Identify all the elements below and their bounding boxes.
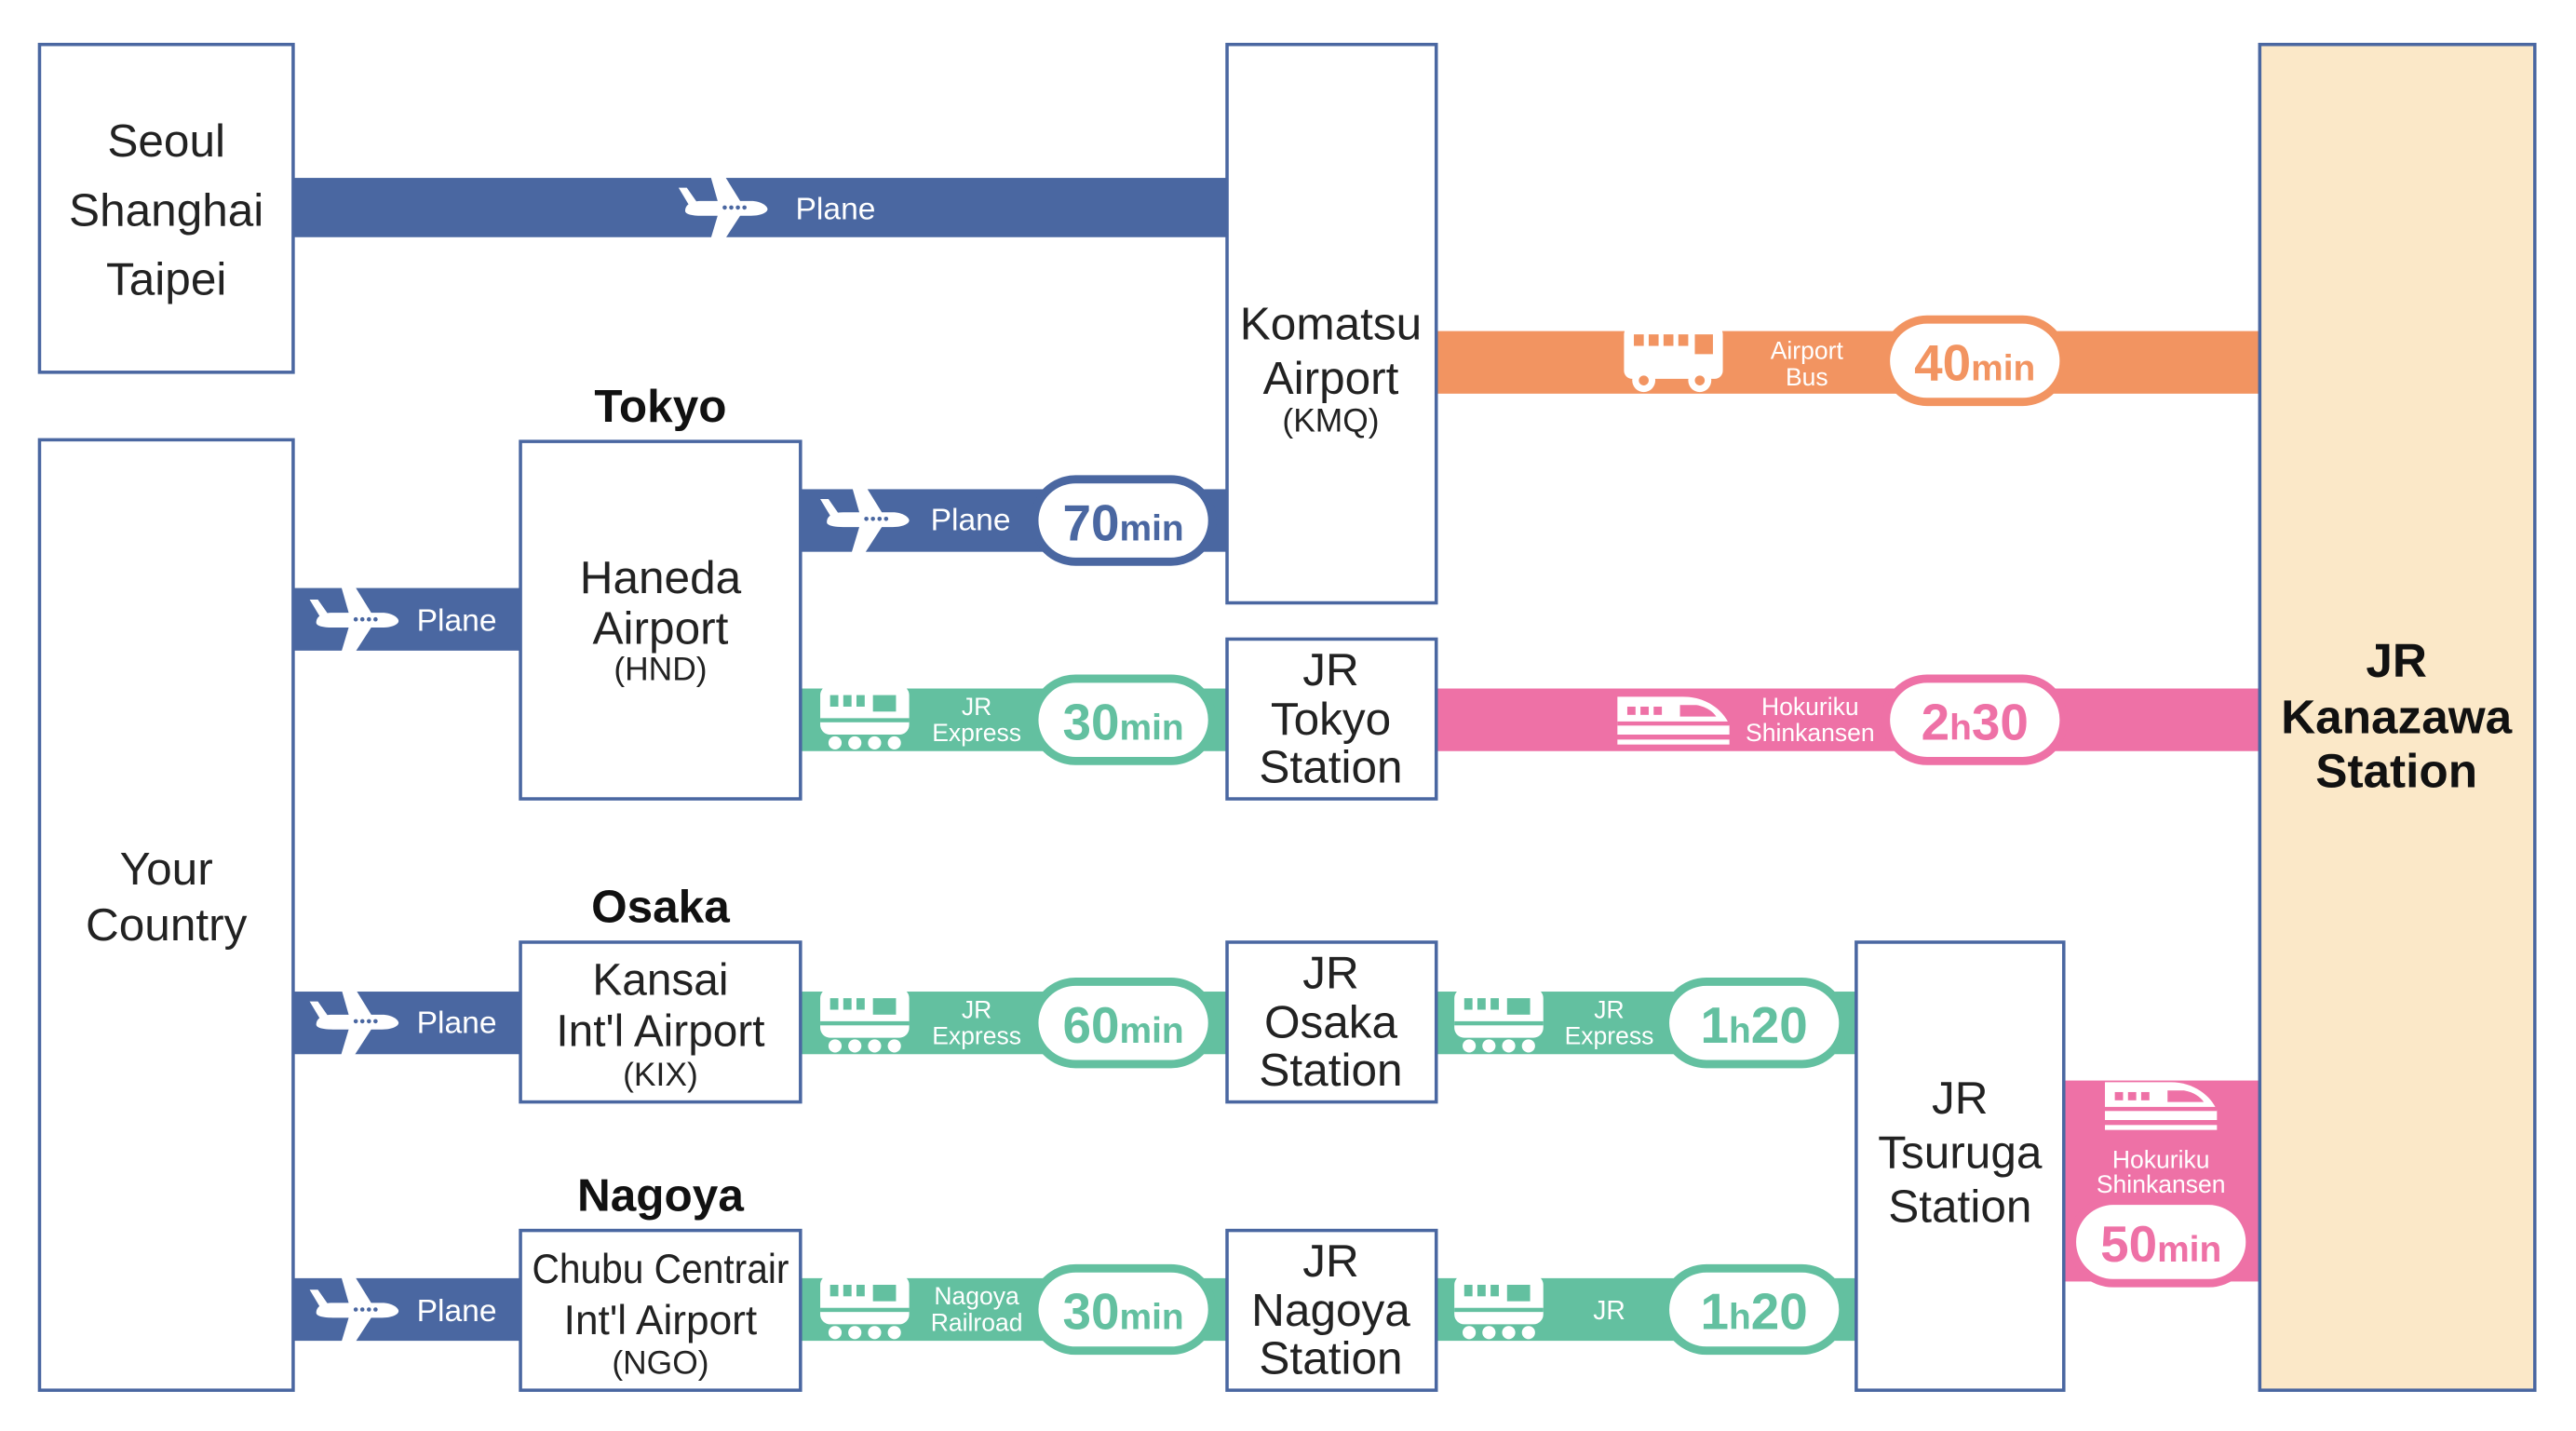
time-komatsu-kanazawa: 40min bbox=[1914, 334, 2035, 392]
route-kansai-osaka-mode-1: JR bbox=[962, 995, 991, 1023]
origin-country-2: Country bbox=[86, 899, 248, 951]
airport-haneda-2: Airport bbox=[593, 603, 729, 655]
route-tsuruga-kanazawa-mode-2: Shinkansen bbox=[2097, 1170, 2226, 1198]
time-haneda-tokyo: 30min bbox=[1062, 693, 1183, 750]
airport-komatsu-code: (KMQ) bbox=[1282, 403, 1379, 439]
route-komatsu-kanazawa-mode-2: Bus bbox=[1786, 363, 1828, 391]
time-pill-tsuruga-kanazawa bbox=[2068, 1196, 2255, 1288]
station-tsuruga-3: Station bbox=[1888, 1181, 2031, 1233]
station-osaka-2: Osaka bbox=[1264, 997, 1398, 1048]
station-kanazawa-3: Station bbox=[2315, 745, 2477, 798]
airport-haneda-code: (HND) bbox=[614, 652, 707, 688]
time-pill-kansai-osaka bbox=[1030, 978, 1217, 1069]
airport-haneda-1: Haneda bbox=[580, 552, 742, 603]
route-komatsu-kanazawa bbox=[1436, 331, 2260, 394]
station-osaka-1: JR bbox=[1302, 948, 1359, 999]
route-haneda-komatsu-mode: Plane bbox=[931, 504, 1011, 538]
time-tokyo-kanazawa: 2h30 bbox=[1922, 693, 2029, 750]
station-kanazawa-2: Kanazawa bbox=[2281, 690, 2513, 743]
city-heading-tokyo: Tokyo bbox=[594, 381, 726, 432]
route-tokyo-kanazawa bbox=[1436, 688, 2260, 751]
route-asia-mode: Plane bbox=[796, 192, 876, 226]
route-country-chubu-mode: Plane bbox=[417, 1294, 497, 1329]
time-haneda-komatsu: 70min bbox=[1062, 493, 1183, 551]
origin-asia-3: Taipei bbox=[106, 254, 226, 305]
station-tokyo-1: JR bbox=[1302, 644, 1359, 695]
station-nagoya-3: Station bbox=[1259, 1332, 1402, 1384]
time-chubu-nagoya: 30min bbox=[1062, 1283, 1183, 1341]
destination-box-kanazawa bbox=[2258, 42, 2537, 1392]
route-chubu-nagoya-mode-1: Nagoya bbox=[934, 1282, 1019, 1310]
airport-kansai-1: Kansai bbox=[592, 956, 728, 1006]
station-box-nagoya bbox=[1225, 1228, 1438, 1392]
time-osaka-tsuruga: 1h20 bbox=[1701, 996, 1808, 1054]
origin-country-1: Your bbox=[120, 844, 213, 895]
route-kansai-osaka-mode-2: Express bbox=[932, 1022, 1021, 1050]
time-pill-haneda-tokyo bbox=[1030, 674, 1217, 765]
time-kansai-osaka: 60min bbox=[1062, 996, 1183, 1054]
time-pill-nagoya-tsuruga bbox=[1661, 1263, 1848, 1356]
route-country-kansai-mode: Plane bbox=[417, 1006, 497, 1040]
station-nagoya-2: Nagoya bbox=[1251, 1285, 1410, 1336]
station-tsuruga-1: JR bbox=[1932, 1073, 1989, 1124]
station-kanazawa-1: JR bbox=[2366, 634, 2427, 687]
origin-box-asia bbox=[37, 42, 295, 374]
station-tokyo-2: Tokyo bbox=[1271, 694, 1391, 745]
airport-komatsu-1: Komatsu bbox=[1240, 298, 1422, 349]
time-pill-tokyo-kanazawa bbox=[1881, 674, 2069, 765]
route-tsuruga-kanazawa-mode-1: Hokuriku bbox=[2112, 1145, 2210, 1173]
route-tokyo-kanazawa-mode-2: Shinkansen bbox=[1746, 719, 1875, 747]
origin-asia-1: Seoul bbox=[107, 115, 225, 167]
route-haneda-tokyo-mode-1: JR bbox=[962, 693, 991, 721]
route-chubu-nagoya-mode-2: Railroad bbox=[931, 1308, 1023, 1336]
station-box-tsuruga bbox=[1854, 940, 2066, 1392]
airport-box-haneda bbox=[519, 439, 802, 801]
airport-kansai-code: (KIX) bbox=[623, 1057, 698, 1093]
airport-chubu-2: Int'l Airport bbox=[564, 1298, 758, 1343]
route-osaka-tsuruga-mode-2: Express bbox=[1565, 1022, 1654, 1050]
time-nagoya-tsuruga: 1h20 bbox=[1701, 1283, 1808, 1341]
airport-box-chubu bbox=[519, 1228, 802, 1392]
city-heading-nagoya: Nagoya bbox=[577, 1169, 744, 1221]
station-osaka-3: Station bbox=[1259, 1045, 1402, 1096]
route-nagoya-tsuruga-mode: JR bbox=[1593, 1295, 1625, 1325]
route-country-haneda-mode: Plane bbox=[417, 604, 497, 639]
airport-kansai-2: Int'l Airport bbox=[556, 1006, 764, 1056]
station-tsuruga-2: Tsuruga bbox=[1878, 1127, 2043, 1178]
airport-chubu-1: Chubu Centrair bbox=[532, 1247, 789, 1292]
time-pill-haneda-komatsu bbox=[1030, 475, 1217, 566]
station-nagoya-1: JR bbox=[1302, 1235, 1359, 1287]
route-tokyo-kanazawa-mode-1: Hokuriku bbox=[1761, 693, 1859, 721]
airport-box-komatsu bbox=[1225, 42, 1438, 605]
time-pill-chubu-nagoya bbox=[1030, 1263, 1217, 1356]
time-pill-komatsu-kanazawa bbox=[1881, 315, 2069, 407]
airport-komatsu-2: Airport bbox=[1263, 353, 1399, 404]
airport-chubu-code: (NGO) bbox=[612, 1344, 708, 1381]
origin-box-your-country bbox=[37, 438, 295, 1392]
station-box-tokyo bbox=[1225, 637, 1438, 801]
route-komatsu-kanazawa-mode-1: Airport bbox=[1771, 337, 1844, 365]
route-haneda-tokyo-mode-2: Express bbox=[932, 719, 1021, 747]
station-box-osaka bbox=[1225, 940, 1438, 1104]
route-osaka-tsuruga-mode-1: JR bbox=[1594, 995, 1624, 1023]
origin-asia-2: Shanghai bbox=[69, 184, 263, 236]
city-heading-osaka: Osaka bbox=[591, 882, 730, 933]
station-tokyo-3: Station bbox=[1259, 741, 1402, 792]
airport-box-kansai bbox=[519, 940, 802, 1104]
time-tsuruga-kanazawa: 50min bbox=[2100, 1215, 2221, 1273]
time-pill-osaka-tsuruga bbox=[1661, 978, 1848, 1069]
